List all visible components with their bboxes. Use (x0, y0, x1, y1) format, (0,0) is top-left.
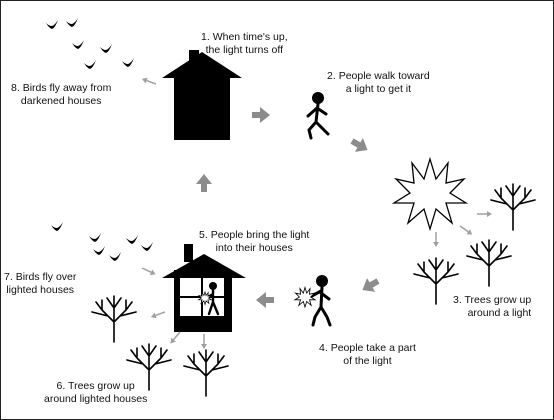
flow-arrow-icon (139, 264, 158, 278)
bird-icon (141, 242, 153, 251)
tree-icon (413, 257, 459, 305)
flow-arrow-icon (196, 174, 212, 192)
tree-icon (183, 349, 229, 397)
house-lit-icon (162, 244, 246, 332)
tree-icon (91, 295, 137, 343)
house-dark-icon (162, 50, 242, 140)
bird-icon (89, 233, 101, 242)
flow-arrow-icon (149, 308, 167, 321)
bird-icon (100, 44, 112, 53)
bird-icon (66, 18, 78, 27)
flow-arrow-icon (256, 292, 274, 308)
person-icon (293, 275, 332, 327)
caption-step-4: 4. People take a part of the light (319, 342, 416, 367)
bird-icon (126, 235, 138, 244)
flow-arrow-icon (432, 231, 440, 248)
bird-icon (51, 222, 63, 231)
flow-arrow-icon (252, 107, 270, 123)
bird-icon (46, 20, 58, 29)
bird-icon (84, 60, 96, 69)
bird-icon (109, 252, 121, 261)
person-icon (306, 92, 330, 140)
flow-arrow-icon (167, 329, 184, 347)
flow-arrow-icon (140, 75, 158, 88)
caption-step-6: 6. Trees grow up around lighted houses (44, 380, 148, 405)
tree-icon (466, 239, 512, 287)
light-burst-icon (391, 156, 469, 232)
caption-step-2: 2. People walk toward a light to get it (327, 70, 430, 95)
caption-step-5: 5. People bring the light into their hou… (199, 229, 310, 254)
flow-arrow-icon (348, 134, 372, 157)
bird-icon (72, 40, 84, 49)
bird-icon (122, 58, 134, 67)
flow-arrow-icon (358, 274, 382, 297)
tree-icon (490, 183, 536, 231)
caption-step-7: 7. Birds fly over lighted houses (4, 271, 77, 296)
flow-arrow-icon (200, 333, 208, 350)
caption-step-3: 3. Trees grow up around a light (453, 294, 532, 319)
caption-step-8: 8. Birds fly away from darkened houses (11, 82, 112, 107)
caption-step-1: 1. When time's up, the light turns off (201, 31, 288, 56)
flow-arrow-icon (476, 210, 493, 218)
bird-icon (93, 246, 105, 255)
flow-arrow-icon (457, 222, 475, 238)
